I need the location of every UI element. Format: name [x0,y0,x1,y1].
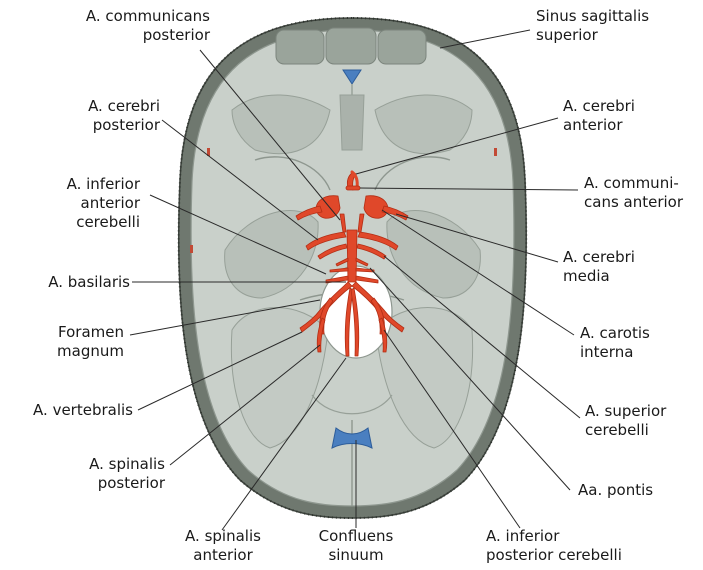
label-a-superior-cerebelli: A. superior cerebelli [585,402,695,440]
label-aa-pontis: Aa. pontis [578,481,688,500]
label-a-cerebri-media: A. cerebri media [563,248,673,286]
label-a-inferior-anterior-cerebelli: A. inferior anterior cerebelli [20,175,140,232]
label-foramen-magnum: Foramen magnum [10,323,124,361]
label-a-carotis-interna: A. carotis interna [580,324,690,362]
label-a-cerebri-anterior: A. cerebri anterior [563,97,673,135]
label-a-spinalis-anterior: A. spinalis anterior [158,527,288,565]
label-a-communicans-anterior: A. communi- cans anterior [584,174,699,212]
label-confluens-sinuum: Confluens sinuum [296,527,416,565]
label-a-inferior-posterior-cerebelli: A. inferior posterior cerebelli [486,527,656,565]
label-a-basilaris: A. basilaris [10,273,130,292]
label-sinus-sagittalis-superior: Sinus sagittalis superior [536,7,686,45]
label-a-communicans-posterior: A. communicans posterior [30,7,210,45]
label-a-cerebri-posterior: A. cerebri posterior [40,97,160,135]
label-a-vertebralis: A. vertebralis [5,401,133,420]
a-communicans-anterior [346,186,360,190]
label-a-spinalis-posterior: A. spinalis posterior [45,455,165,493]
anterior-fossa [232,95,472,154]
a-basilaris [347,230,357,282]
